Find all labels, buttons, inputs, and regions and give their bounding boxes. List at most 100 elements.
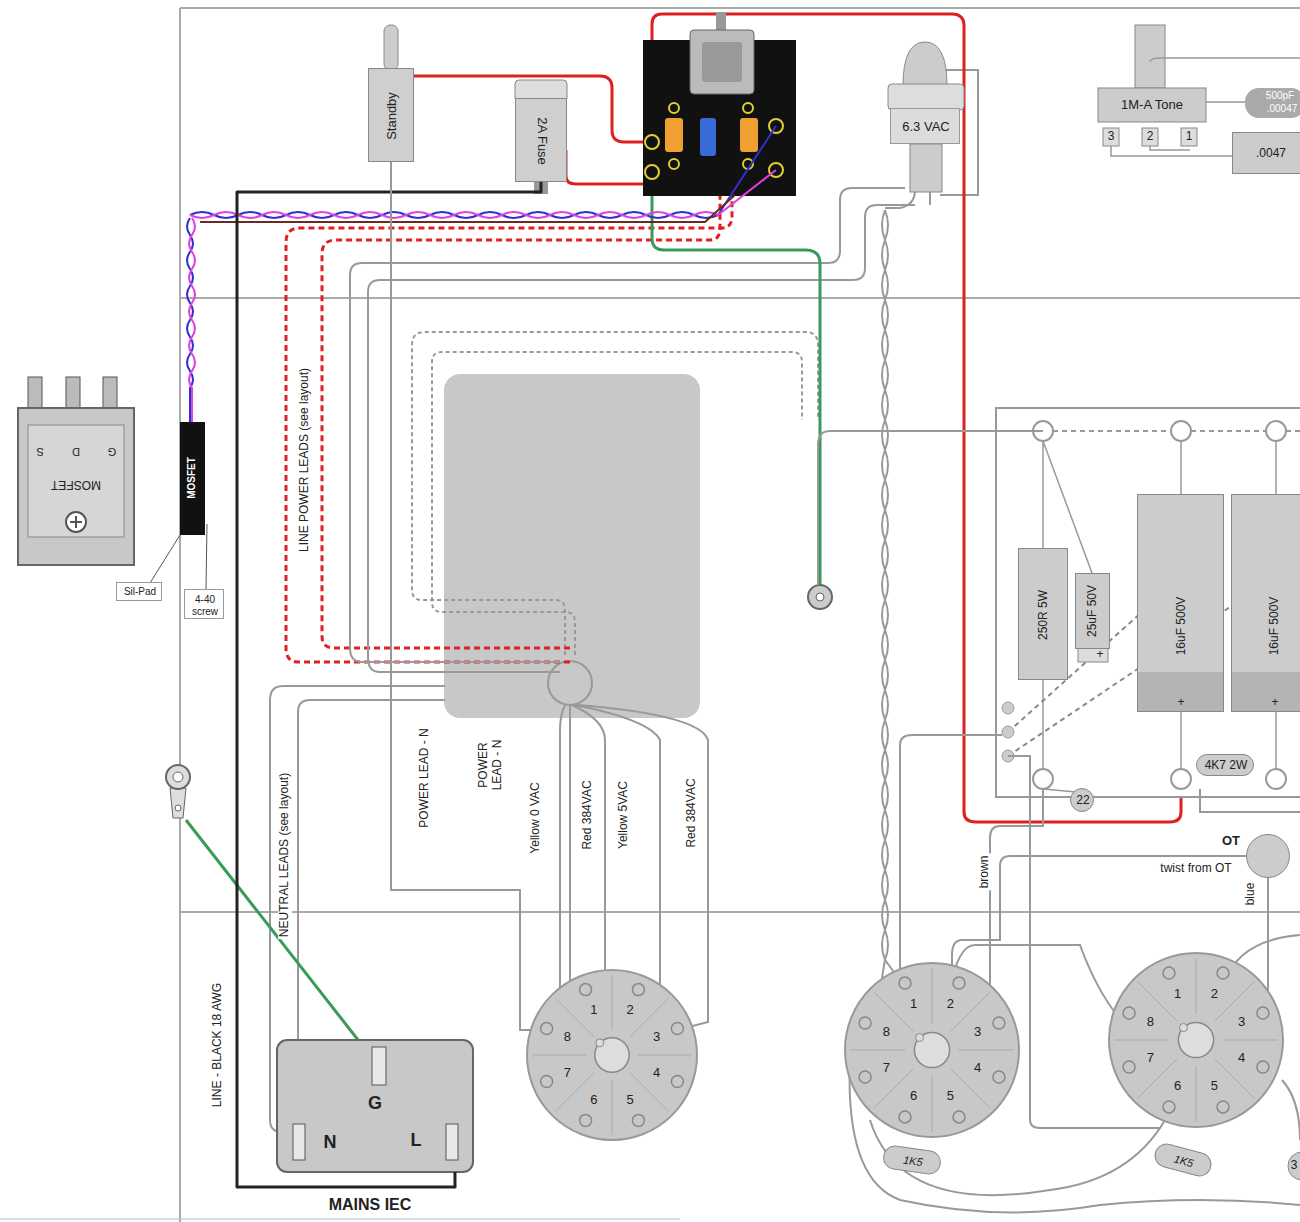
socket-outline	[951, 1069, 990, 1108]
power-transformer	[444, 374, 700, 718]
pin-number: 4	[653, 1066, 660, 1081]
socket-outline	[555, 998, 593, 1036]
line-wire	[237, 182, 541, 1187]
part-label: L	[411, 1130, 422, 1151]
resistor: 1K5	[1152, 1141, 1214, 1179]
socket-outline	[1163, 1101, 1175, 1113]
pin-number: 5	[626, 1092, 633, 1107]
pin-number: 6	[910, 1088, 917, 1103]
lower-wiring	[1200, 789, 1300, 812]
part-label: Standby	[385, 92, 400, 140]
part-label: .0047	[1256, 147, 1286, 161]
part-label: MOSFET	[186, 457, 198, 499]
mosfet-drawing	[18, 377, 207, 589]
socket-outline	[1257, 1061, 1269, 1073]
capacitor: 16uF 500V	[1231, 494, 1300, 712]
pin-number: 1	[910, 997, 917, 1012]
twisted-pair	[189, 218, 195, 422]
socket-outline	[630, 1073, 668, 1111]
pin-number: 7	[883, 1061, 890, 1076]
wire-label: twist from OT	[1158, 862, 1233, 876]
iec-inlet-body	[277, 1040, 473, 1172]
fuse-holder: 2A Fuse	[515, 98, 567, 182]
circuit-board	[743, 103, 753, 113]
pilot-lamp-body	[910, 144, 942, 192]
line-power-leads	[286, 180, 732, 662]
twisted-pair	[190, 126, 776, 218]
resistor: 1K5	[882, 1144, 943, 1176]
wire-label: Red 384VAC	[685, 776, 699, 849]
neutral-lead-dashed	[412, 332, 818, 655]
socket-outline	[1196, 958, 1197, 1013]
socket-outline	[527, 970, 697, 1140]
socket-outline	[932, 1076, 933, 1131]
socket-outline	[596, 1039, 604, 1047]
pin-number: 1	[1174, 987, 1181, 1002]
wire-label: LINE - BLACK 18 AWG	[211, 981, 225, 1109]
filter-board	[1171, 769, 1191, 789]
lug-number: 3	[1108, 130, 1115, 144]
wire-label: Yellow 5VAC	[617, 779, 631, 851]
socket-outline	[1217, 967, 1229, 979]
output-transformer: OT	[1246, 834, 1290, 878]
part-label: G	[368, 1093, 382, 1114]
tone-pot-body	[1103, 128, 1119, 146]
mosfet-mounted: MOSFET	[180, 422, 205, 535]
wire-label: NEUTRAL LEADS (see layout)	[278, 771, 292, 939]
part-label: 25uF 50V	[1086, 585, 1100, 637]
socket-outline	[541, 1023, 553, 1035]
line-power-leads	[286, 180, 732, 662]
twisted-pair	[200, 195, 735, 222]
ground-lug	[816, 593, 824, 601]
socket-outline	[951, 992, 990, 1031]
chassis-frame	[0, 8, 1300, 1222]
socket-outline	[671, 1023, 683, 1035]
wire-label: Yellow 0 VAC	[529, 780, 543, 855]
wire-label: POWER LEAD - N	[477, 736, 505, 795]
socket-outline	[612, 975, 613, 1029]
resistor: 250R 5W	[1018, 548, 1068, 680]
pin-number: 8	[564, 1029, 571, 1044]
mosfet-drawing	[70, 516, 82, 528]
pin-name: D	[72, 446, 80, 459]
part-label: Sil-Pad	[124, 586, 156, 598]
socket-outline	[526, 969, 698, 1141]
part-label: 16uF 500V	[1175, 597, 1189, 656]
neutral-lead-dashed	[412, 332, 818, 655]
socket-outline	[850, 1050, 905, 1051]
part-label: 2A Fuse	[535, 117, 550, 165]
pilot-lamp-body	[903, 42, 947, 86]
twisted-pair	[190, 170, 776, 218]
neutral-lead-dashed	[432, 352, 802, 655]
ground-wire	[186, 172, 820, 1068]
terminal-mark: +	[1177, 696, 1184, 710]
pin-number: 8	[883, 1024, 890, 1039]
capacitor: 500pF.00047	[1245, 88, 1300, 118]
terminal-mark: +	[1096, 648, 1103, 662]
socket-outline	[993, 1071, 1005, 1083]
socket-outline	[580, 1114, 592, 1126]
filter-board	[818, 431, 1043, 585]
socket-outline	[916, 1034, 924, 1042]
pin-number: 6	[1174, 1078, 1181, 1093]
part-label: 1K5	[902, 1154, 923, 1169]
lower-wiring	[1282, 1080, 1300, 1140]
standby-switch: Standby	[368, 68, 414, 162]
socket-outline	[612, 1081, 613, 1135]
socket-outline	[1215, 982, 1254, 1021]
mosfet-drawing	[28, 425, 124, 537]
wire-label: blue	[1244, 881, 1258, 908]
mosfet-drawing	[103, 377, 117, 411]
pin-name: G	[108, 446, 117, 459]
mosfet-drawing	[66, 512, 86, 532]
lug-number: 2	[1147, 130, 1154, 144]
part-label: .00047	[1267, 103, 1298, 115]
tone-pot-body	[1181, 128, 1197, 146]
pin-number: 5	[1211, 1078, 1218, 1093]
callout-number: 22	[1070, 788, 1094, 812]
filter-board	[1266, 769, 1286, 789]
socket-outline	[845, 963, 1019, 1137]
part-label: 4K7 2W	[1205, 759, 1248, 773]
pin-number: 7	[1147, 1051, 1154, 1066]
